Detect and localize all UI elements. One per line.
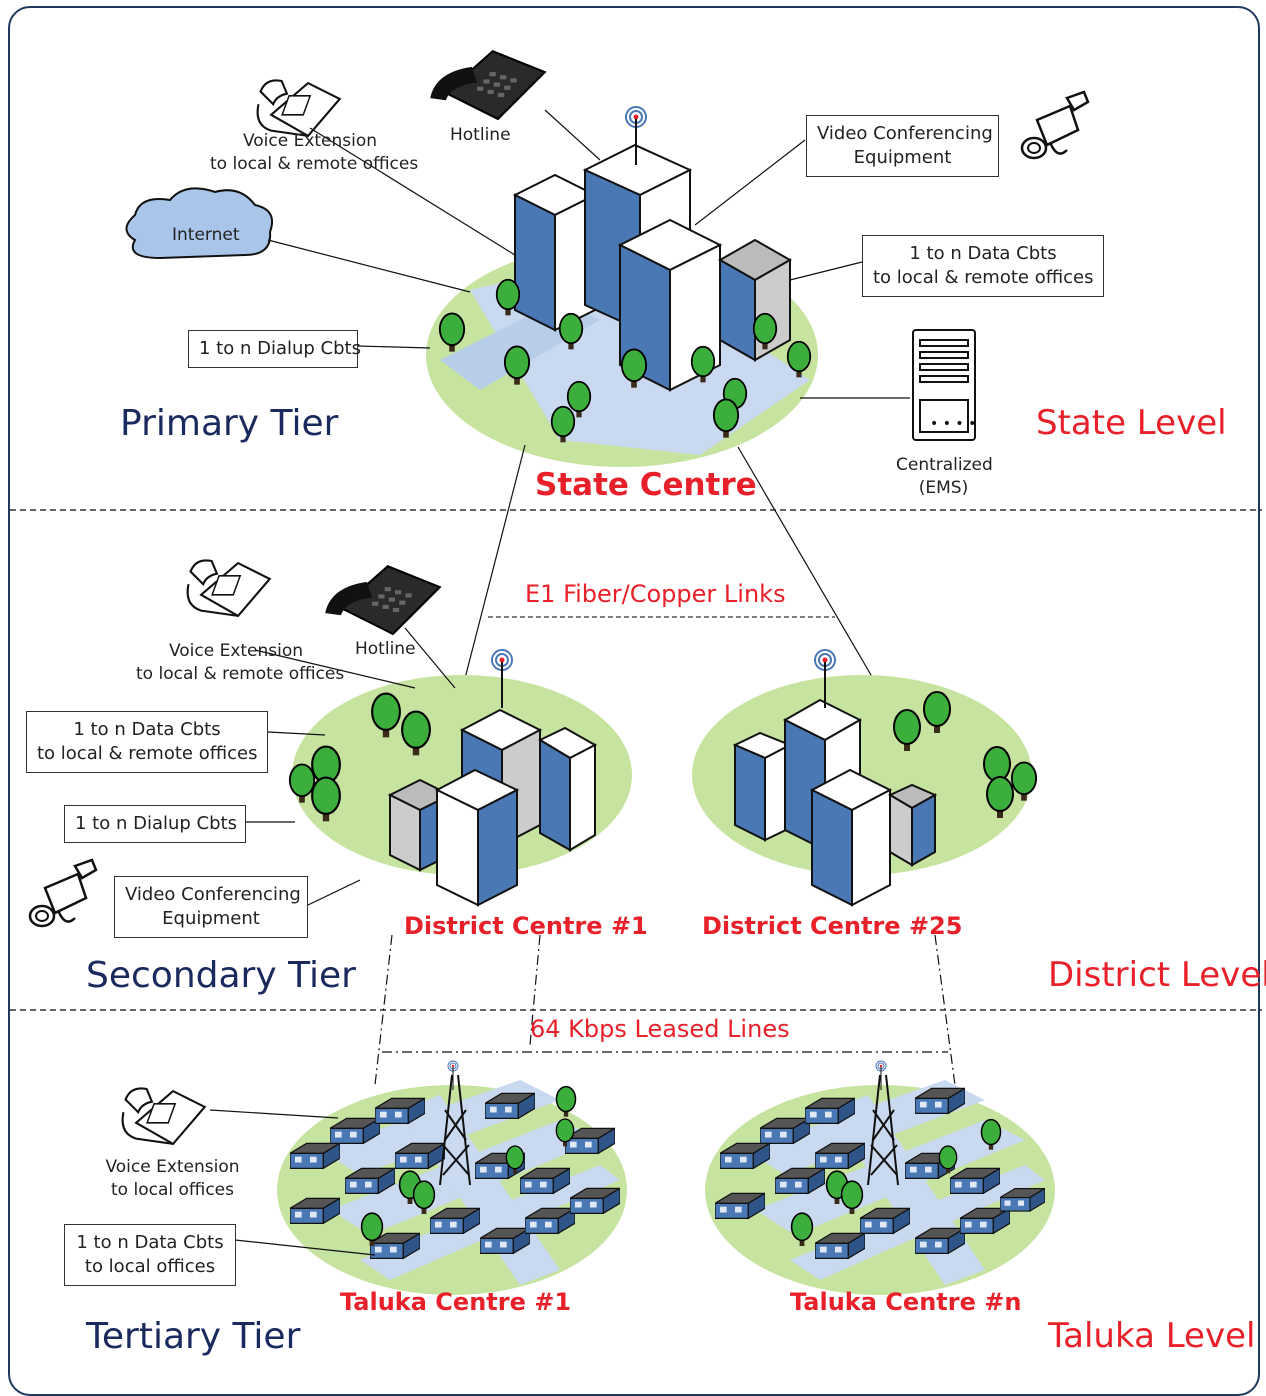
tertiary-tier-label: Tertiary Tier (86, 1316, 301, 1357)
taluka-voice-extension-label: Voice Extension to local offices (105, 1157, 240, 1200)
state-data-cbts-box: 1 to n Data Cbts to local & remote offic… (862, 235, 1104, 297)
state-centre-label: State Centre (535, 467, 757, 503)
svg-text:• • • •: • • • • (930, 416, 976, 432)
taluka-data-cbts-box: 1 to n Data Cbts to local offices (64, 1224, 236, 1286)
state-hotline-label: Hotline (450, 125, 511, 145)
secondary-tier-label: Secondary Tier (86, 955, 356, 996)
internet-cloud-label: Internet (172, 225, 240, 245)
state-level-label: State Level (1036, 403, 1227, 443)
state-dialup-cbts-box: 1 to n Dialup Cbts (188, 330, 361, 368)
state-video-conferencing-box: Video Conferencing Equipment (806, 115, 999, 177)
primary-tier-label: Primary Tier (120, 403, 339, 444)
district-centre-1-label: District Centre #1 (404, 912, 648, 940)
district-hotline-label: Hotline (355, 639, 416, 659)
district-centre-25-label: District Centre #25 (702, 912, 963, 940)
state-voice-extension-label: Voice Extension to local & remote office… (210, 131, 419, 174)
taluka-centre-1-label: Taluka Centre #1 (340, 1288, 572, 1316)
taluka-level-label: Taluka Level (1048, 1316, 1256, 1356)
district-data-cbts-box: 1 to n Data Cbts to local & remote offic… (26, 711, 268, 773)
district-dialup-cbts-box: 1 to n Dialup Cbts (64, 805, 246, 843)
district-voice-extension-label: Voice Extension to local & remote office… (136, 641, 345, 684)
district-video-conferencing-box: Video Conferencing Equipment (114, 876, 308, 938)
taluka-centre-n-label: Taluka Centre #n (790, 1288, 1022, 1316)
district-level-label: District Level (1048, 955, 1266, 995)
ems-label: Centralized (EMS) (896, 455, 993, 498)
leased-lines-label: 64 Kbps Leased Lines (530, 1015, 790, 1043)
e1-links-label: E1 Fiber/Copper Links (525, 580, 786, 608)
